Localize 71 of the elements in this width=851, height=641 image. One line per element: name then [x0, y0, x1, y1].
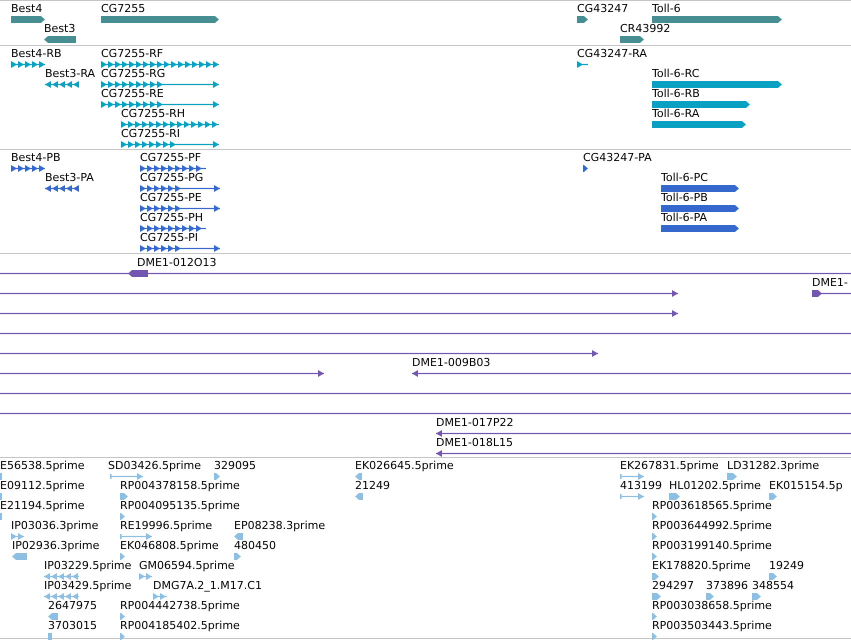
feature-label: Best4-PB — [11, 151, 61, 165]
feature-label: DME1-017P22 — [436, 416, 514, 430]
feature-label: 19249 — [769, 559, 804, 573]
feature-label: 329095 — [214, 459, 256, 473]
feature-label: 413199 — [620, 479, 662, 493]
feature-label: DME1- — [812, 276, 848, 290]
feature-label: EK046808.5prime — [120, 539, 219, 553]
feature-label: E56538.5prime — [0, 459, 84, 473]
feature-label: RP003618565.5prime — [652, 499, 772, 513]
feature-label: EP08238.3prime — [234, 519, 326, 533]
feature-label: RP004378158.5prime — [120, 479, 240, 493]
feature-label: Toll-6-PB — [661, 191, 708, 205]
feature-label: DME1-009B03 — [412, 356, 490, 370]
feature-label: HL01202.5prime — [669, 479, 761, 493]
feature-label: CG7255-PG — [140, 171, 204, 185]
feature-label: Best3 — [44, 22, 76, 36]
feature-label: Toll-6 — [652, 2, 681, 16]
feature-label: CG43247 — [577, 2, 628, 16]
feature-label: CR43992 — [620, 22, 670, 36]
feature-label: 294297 — [652, 579, 694, 593]
feature-label: 21249 — [355, 479, 390, 493]
feature-label: RE19996.5prime — [120, 519, 212, 533]
feature-label: RP004095135.5prime — [120, 499, 240, 513]
feature-label: CG7255-RF — [101, 47, 164, 61]
feature-label: Best3-RA — [45, 67, 96, 81]
feature-label: RP003644992.5prime — [652, 519, 772, 533]
feature-label: EK267831.5prime — [620, 459, 719, 473]
feature-label: CG7255-RH — [121, 107, 186, 121]
feature-label: CG7255-PF — [140, 151, 202, 165]
feature-label: DMG7A.2_1.M17.C1 — [153, 579, 262, 593]
feature-label: Best4-RB — [11, 47, 62, 61]
feature-label: 2647975 — [48, 599, 97, 613]
feature-label: E09112.5prime — [0, 479, 84, 493]
feature-label: EK026645.5prime — [355, 459, 454, 473]
feature-label: DME1-012O13 — [137, 256, 217, 270]
feature-label: GM06594.5prime — [139, 559, 235, 573]
feature-label: 373896 — [706, 579, 748, 593]
feature-label: Best4 — [11, 2, 42, 16]
feature-label: Toll-6-PC — [661, 171, 708, 185]
feature-label: CG7255-RE — [101, 87, 164, 101]
feature-label: CG7255-RI — [121, 127, 180, 141]
feature-label: RP003503443.5prime — [652, 619, 772, 633]
feature-label: 480450 — [234, 539, 276, 553]
feature-label: RP003038658.5prime — [652, 599, 772, 613]
feature-label: RP004185402.5prime — [120, 619, 240, 633]
feature-label: SD03426.5prime — [108, 459, 201, 473]
feature-label: CG7255-PH — [140, 211, 204, 225]
feature-label: Toll-6-RC — [652, 67, 700, 81]
feature-label: IP03036.3prime — [11, 519, 98, 533]
feature-label: 348554 — [752, 579, 794, 593]
feature-label: IP02936.3prime — [12, 539, 100, 553]
feature-label: DME1-018L15 — [436, 436, 513, 450]
feature-label: LD31282.3prime — [727, 459, 820, 473]
feature-label: CG7255 — [101, 2, 146, 16]
feature-label: CG7255-RG — [101, 67, 166, 81]
feature-label: RP004442738.5prime — [120, 599, 240, 613]
feature-label: Best3-PA — [45, 171, 94, 185]
feature-label: 3703015 — [48, 619, 97, 633]
feature-label: IP03229.5prime — [44, 559, 132, 573]
feature-label: Toll-6-RB — [652, 87, 700, 101]
feature-label: EK178820.5prime — [652, 559, 751, 573]
feature-label: Toll-6-PA — [661, 211, 708, 225]
feature-label: IP03429.5prime — [44, 579, 132, 593]
feature-label: CG43247-PA — [583, 151, 652, 165]
feature-label: E21194.5prime — [0, 499, 84, 513]
feature-label: CG43247-RA — [577, 47, 647, 61]
feature-label: RP003199140.5prime — [652, 539, 772, 553]
feature-label: CG7255-PE — [140, 191, 202, 205]
feature-label: EK015154.5p — [769, 479, 843, 493]
feature-label: Toll-6-RA — [652, 107, 700, 121]
feature-label: CG7255-PI — [140, 231, 198, 245]
